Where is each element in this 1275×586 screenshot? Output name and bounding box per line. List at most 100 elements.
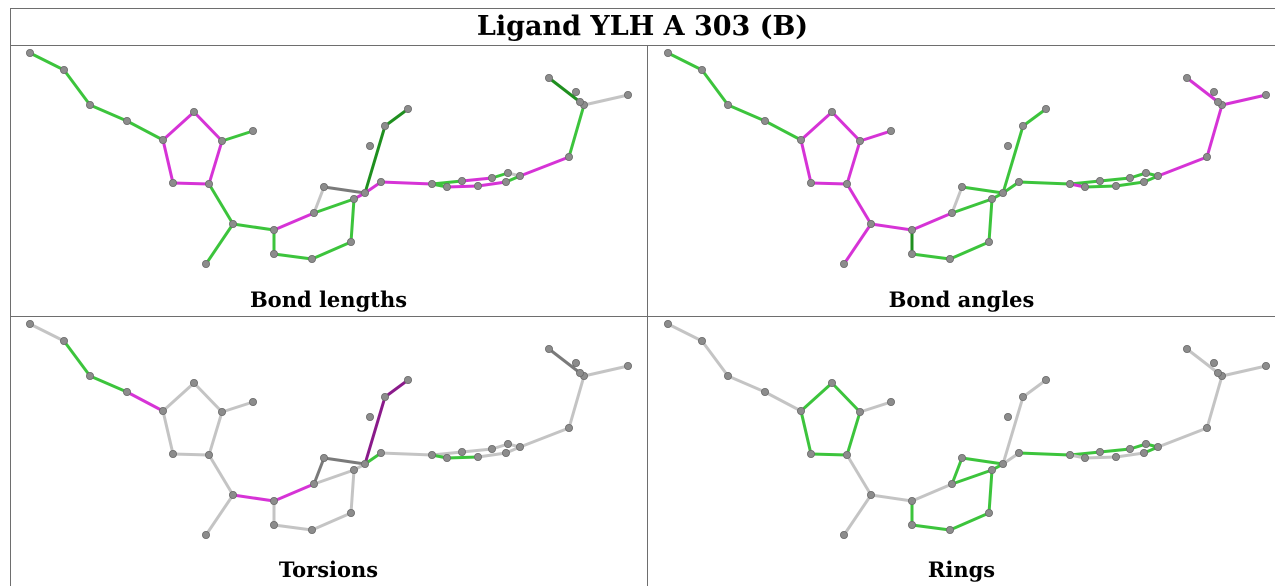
atom bbox=[360, 188, 369, 197]
atom bbox=[1183, 73, 1192, 82]
bond bbox=[763, 119, 803, 142]
atom bbox=[1041, 376, 1050, 385]
bond bbox=[518, 426, 571, 449]
bond bbox=[567, 374, 586, 430]
atom bbox=[1139, 448, 1148, 457]
atom bbox=[473, 452, 482, 461]
bond bbox=[88, 103, 129, 123]
bond bbox=[363, 124, 387, 195]
bond bbox=[312, 185, 326, 215]
atom bbox=[1065, 179, 1074, 188]
atom bbox=[565, 153, 574, 162]
atom bbox=[515, 443, 524, 452]
atom bbox=[1111, 452, 1120, 461]
bond bbox=[1083, 455, 1118, 460]
panel-caption-bond-lengths: Bond lengths bbox=[249, 287, 408, 312]
bond bbox=[28, 322, 66, 343]
atom bbox=[1003, 142, 1012, 151]
bond bbox=[1156, 426, 1209, 449]
bond bbox=[383, 378, 410, 399]
bond bbox=[910, 482, 954, 503]
atom bbox=[1080, 182, 1089, 191]
atom bbox=[457, 447, 466, 456]
bond bbox=[763, 390, 803, 413]
bond bbox=[869, 493, 914, 503]
bond bbox=[192, 381, 224, 414]
atom bbox=[842, 450, 851, 459]
bond bbox=[1021, 107, 1048, 128]
panel-caption-rings: Rings bbox=[927, 557, 996, 582]
atom bbox=[624, 362, 633, 371]
panel-caption-torsions: Torsions bbox=[278, 557, 379, 582]
atom bbox=[761, 117, 770, 126]
atom bbox=[349, 465, 358, 474]
atom bbox=[380, 122, 389, 131]
atom bbox=[158, 136, 167, 145]
atom bbox=[796, 136, 805, 145]
atom bbox=[945, 525, 954, 534]
atom bbox=[855, 137, 864, 146]
bond bbox=[1205, 374, 1224, 430]
bond bbox=[312, 197, 356, 215]
atom bbox=[201, 530, 210, 539]
atom bbox=[1095, 176, 1104, 185]
atom bbox=[1262, 362, 1271, 371]
atom bbox=[168, 178, 177, 187]
atom bbox=[228, 490, 237, 499]
atom bbox=[189, 108, 198, 117]
bond bbox=[1017, 180, 1072, 186]
bond bbox=[272, 482, 316, 503]
atom bbox=[473, 181, 482, 190]
atom bbox=[624, 91, 633, 100]
atom bbox=[987, 465, 996, 474]
bond bbox=[910, 523, 952, 532]
bond bbox=[726, 374, 767, 394]
atom bbox=[228, 219, 237, 228]
atom bbox=[503, 440, 512, 449]
atom bbox=[189, 379, 198, 388]
atom bbox=[123, 388, 132, 397]
bond bbox=[950, 197, 994, 215]
bond bbox=[322, 456, 367, 466]
figure-title: Ligand YLH A 303 (B) bbox=[10, 8, 1275, 46]
bond bbox=[845, 139, 862, 186]
bond bbox=[960, 185, 1005, 195]
atom bbox=[907, 520, 916, 529]
atom bbox=[545, 344, 554, 353]
atom bbox=[698, 65, 707, 74]
bond bbox=[700, 339, 730, 378]
atom bbox=[501, 177, 510, 186]
molecule-rings bbox=[663, 320, 1271, 539]
atom bbox=[572, 359, 581, 368]
bond bbox=[842, 493, 873, 537]
bond bbox=[987, 197, 994, 244]
bond bbox=[950, 185, 964, 215]
atom bbox=[307, 254, 316, 263]
bond bbox=[960, 456, 1005, 466]
atom bbox=[886, 398, 895, 407]
bond bbox=[1205, 103, 1224, 159]
bond bbox=[950, 468, 994, 486]
atom bbox=[457, 176, 466, 185]
atom bbox=[403, 376, 412, 385]
atom bbox=[168, 449, 177, 458]
atom bbox=[427, 179, 436, 188]
atom bbox=[217, 137, 226, 146]
bond bbox=[272, 211, 316, 232]
bond bbox=[204, 493, 235, 537]
atom bbox=[360, 459, 369, 468]
atom bbox=[724, 372, 733, 381]
bond bbox=[869, 222, 914, 232]
bond bbox=[799, 138, 813, 185]
bond bbox=[460, 176, 494, 183]
atom bbox=[442, 182, 451, 191]
atom bbox=[1141, 440, 1150, 449]
atom bbox=[269, 496, 278, 505]
bond bbox=[799, 409, 813, 456]
bond bbox=[799, 381, 834, 413]
atom bbox=[346, 508, 355, 517]
bond bbox=[582, 364, 630, 378]
atom bbox=[349, 194, 358, 203]
atom bbox=[957, 182, 966, 191]
atom bbox=[947, 208, 956, 217]
